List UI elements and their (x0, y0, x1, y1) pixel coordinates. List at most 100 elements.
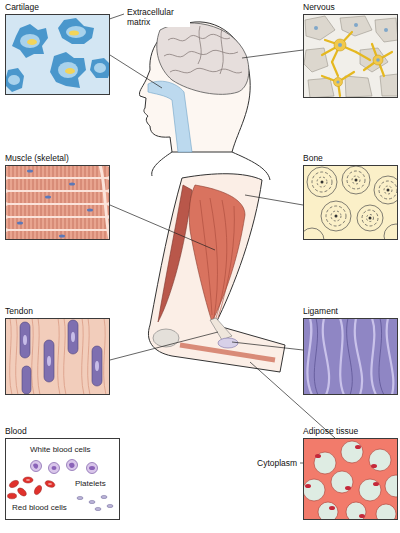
bone-art-part-part-part (374, 176, 398, 204)
cartilage-art-part (5, 14, 110, 95)
blood-art-part-part (87, 463, 98, 474)
tissue-panel: Bone (303, 165, 398, 240)
cartilage-art-part (66, 26, 86, 38)
bone-art-part-part-part (307, 167, 337, 197)
bone-art-part-part (387, 189, 390, 192)
blood-art-part (8, 477, 56, 499)
tendon-art-part (5, 318, 110, 395)
cartilage-art-part (94, 63, 106, 73)
muscle-art (5, 165, 110, 240)
ligament-art-part-part (387, 318, 394, 395)
nervous-art-part-part (334, 78, 343, 87)
adipose-art-part-part (314, 452, 336, 474)
bone-art-part (321, 179, 390, 220)
body-figure-part (153, 329, 179, 347)
blood-art-part (33, 463, 95, 470)
bone-art-part-part-part (321, 201, 351, 231)
nervous-art-part-part (304, 48, 328, 72)
tendon-art-part-part (47, 356, 51, 366)
adipose-art-part-part (345, 486, 351, 490)
nervous-art-part (304, 16, 398, 98)
blood-art-part-part (23, 477, 33, 483)
adipose-art-part-part (305, 484, 311, 488)
blood-art-part-part (49, 463, 60, 474)
muscle-art-part-part (69, 183, 75, 186)
body-figure-part (218, 338, 238, 348)
nervous-art-part-part (314, 26, 318, 30)
cartilage-art (5, 14, 110, 95)
tendon-art-part-part (32, 318, 34, 395)
cartilage-art-part (8, 75, 20, 85)
ligament-art-part-part (347, 318, 353, 395)
blood-art-part (31, 460, 98, 474)
bone-art-part-part-part (357, 205, 383, 231)
muscle-art-part-part (87, 209, 93, 212)
muscle-art-part (5, 179, 110, 190)
blood-art-part-part (52, 466, 57, 470)
ligament-art-part (314, 318, 384, 395)
bone-art-part-part (342, 166, 370, 194)
nervous-art-part-part (308, 78, 334, 98)
bone-art-part-part (355, 179, 358, 182)
tendon-art-part-part (82, 318, 84, 395)
nervous-art-part-part (380, 74, 398, 96)
cartilage-art-part (58, 62, 78, 78)
tissue-panel: BloodWhite blood cellsPlateletsRed blood… (5, 438, 120, 520)
blood-art-part-part (8, 493, 17, 499)
cartilage-art-part (20, 34, 40, 48)
cartilage-art-part (69, 31, 79, 36)
callout-label: Extracellular matrix (126, 7, 190, 27)
blood-art-part-part (48, 483, 52, 485)
leader-lines-part (232, 342, 303, 350)
tissue-heading: Adipose tissue (303, 426, 358, 436)
blood-art-part-part (31, 461, 42, 472)
nervous-art-part-part (373, 55, 383, 65)
cartilage-art-part (50, 52, 86, 88)
adipose-art-part-part (385, 475, 398, 497)
adipose-art-part-part (371, 464, 377, 468)
tissue-heading: Nervous (303, 2, 335, 12)
body-figure-part (200, 198, 234, 318)
cartilage-art-part (90, 58, 110, 78)
leader-lines-part (110, 55, 162, 88)
cartilage-art-part (65, 68, 75, 74)
tendon-art-part-part (71, 332, 75, 342)
tendon-art-part (23, 332, 99, 371)
ligament-art-part-part (371, 318, 376, 395)
nervous-art-part-part (375, 18, 398, 42)
nervous-art-part-part (305, 16, 335, 40)
adipose-art-part-part (376, 504, 396, 520)
bone-art-part-part (303, 228, 324, 240)
bone-art-part-part (374, 176, 398, 204)
adipose-art-part-part (341, 441, 363, 463)
cell-label: Red blood cells (11, 503, 68, 513)
tendon-art-part-part (23, 335, 27, 345)
muscle-art-part-part (27, 170, 33, 173)
ligament-art-part-part (314, 318, 318, 395)
ligament-art-part-part (340, 318, 344, 395)
nervous-art-part-part (376, 58, 380, 62)
nervous-art-part (322, 32, 392, 96)
blood-art-part (26, 479, 52, 485)
bone-art-part-part (335, 215, 338, 218)
leader-lines-part (110, 332, 218, 360)
muscle-art-part-part (17, 222, 23, 225)
tissue-heading: Bone (303, 153, 323, 163)
leader-lines-part (245, 195, 303, 205)
muscle-art-part (5, 205, 110, 216)
blood-art-part-part (69, 463, 75, 468)
muscle-art-part (5, 166, 110, 177)
tendon-art-part-part (68, 320, 78, 354)
tendon-art-part-part (38, 318, 40, 395)
bone-art-part-part-part (317, 177, 327, 187)
cell-label: White blood cells (29, 445, 91, 455)
nervous-art-part-part (345, 76, 372, 97)
bone-art-part-part-part (352, 176, 360, 184)
bone-art-part-part-part (362, 210, 378, 226)
tissue-panel: Tendon (5, 318, 110, 395)
nervous-art-part-part (338, 43, 342, 47)
tissue-panel: Nervous (303, 14, 398, 98)
tendon-art-part-part (92, 346, 102, 386)
bone-art-part-part (321, 181, 324, 184)
nervous-art-part-part (336, 80, 339, 83)
